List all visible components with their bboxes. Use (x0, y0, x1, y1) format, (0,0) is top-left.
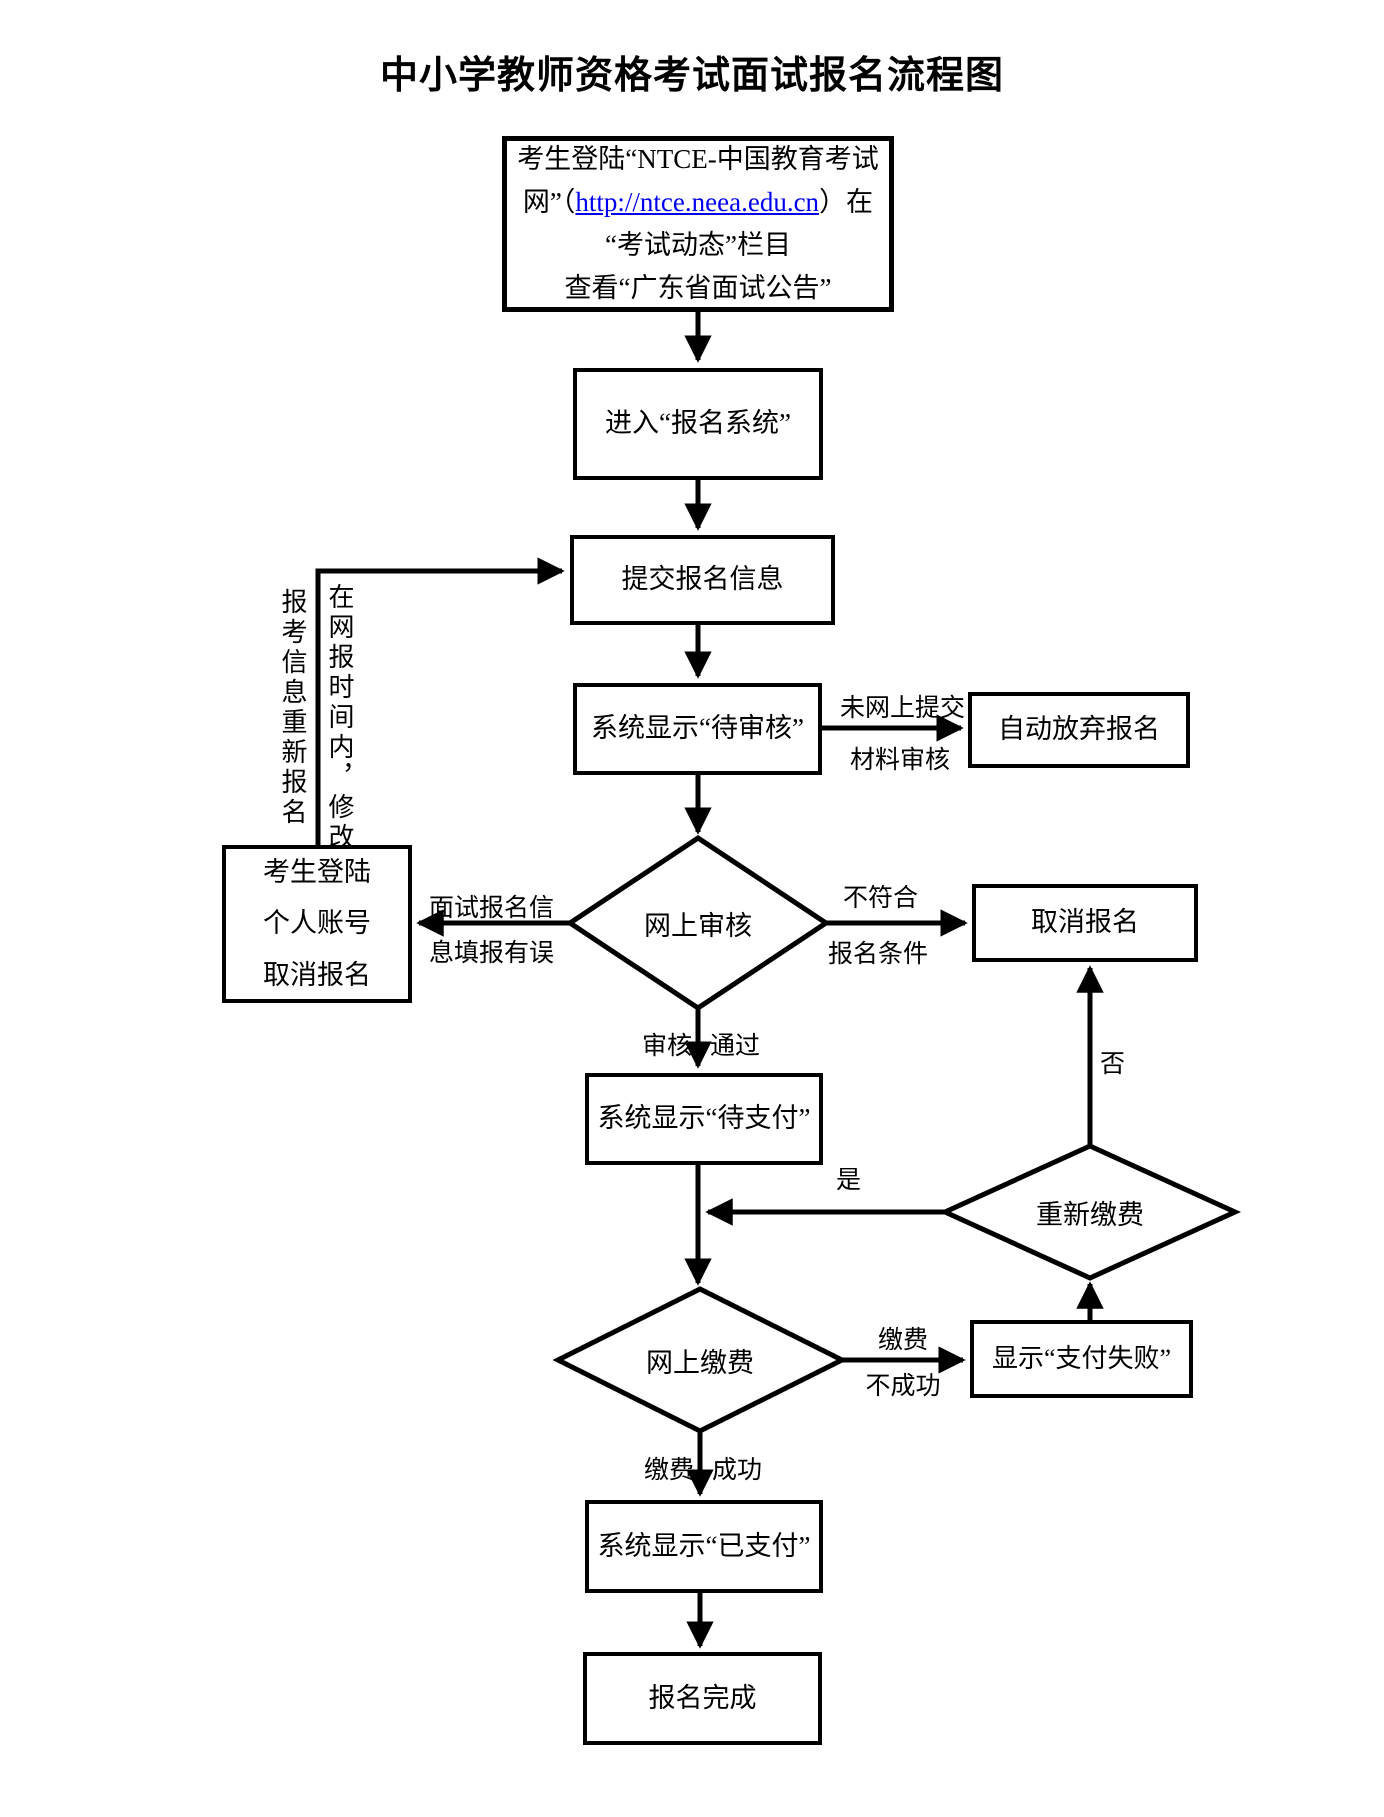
diamond-repay-label: 重新缴费 (1036, 1199, 1144, 1230)
node-pending-review: 系统显示“待审核” (573, 683, 822, 775)
enter-system-label: 进入“报名系统” (605, 408, 791, 439)
login-portal-line2-suffix: ）在 (819, 186, 874, 217)
edge-label-pass: 通过 (710, 1033, 761, 1060)
node-pending-payment: 系统显示“待支付” (585, 1073, 823, 1165)
node-auto-abandon: 自动放弃报名 (968, 692, 1190, 768)
edge-label-revise-left-column: 报考信息重新报名 (278, 588, 307, 828)
edge-label-pay-fail-2: 不成功 (865, 1373, 941, 1400)
edge-label-no: 否 (1100, 1051, 1126, 1078)
login-cancel-line3: 取消报名 (263, 959, 371, 990)
edge-label-info-error-1: 面试报名信 (428, 895, 554, 922)
edge-label-no-submit-2: 材料审核 (849, 747, 950, 774)
node-enter-system: 进入“报名系统” (573, 368, 823, 480)
edge-label-no-submit-1: 未网上提交 (840, 695, 966, 722)
diamond-online-review-label: 网上审核 (644, 910, 752, 941)
submit-info-label: 提交报名信息 (621, 564, 784, 595)
login-portal-line2-prefix: 网”（ (522, 186, 576, 217)
diamond-online-payment-label: 网上缴费 (646, 1347, 754, 1378)
complete-label: 报名完成 (648, 1682, 757, 1713)
node-login-cancel: 考生登陆 个人账号 取消报名 (222, 845, 412, 1003)
cancel-registration-label: 取消报名 (1031, 907, 1139, 938)
node-cancel-registration: 取消报名 (972, 884, 1198, 962)
login-portal-line1: 考生登陆“NTCE-中国教育考试 (517, 143, 879, 174)
edge-label-pay-ok-2: 成功 (712, 1457, 763, 1484)
edge-label-yes: 是 (836, 1167, 862, 1194)
diamond-online-review (565, 834, 831, 1012)
node-payment-failed: 显示“支付失败” (970, 1320, 1193, 1398)
login-cancel-line2: 个人账号 (263, 908, 371, 939)
login-portal-line2: 网”（http://ntce.neea.edu.cn）在 (523, 181, 873, 224)
edge-label-pay-fail-1: 缴费 (877, 1327, 928, 1354)
edge-label-revise-right-column: 在网报时间内，修改 (325, 583, 354, 853)
edge-label-not-qualified-1: 不符合 (842, 885, 918, 912)
diamond-online-payment (552, 1286, 848, 1434)
pending-payment-label: 系统显示“待支付” (597, 1103, 811, 1134)
edge-label-not-qualified-2: 报名条件 (827, 941, 928, 968)
edge-label-info-error-2: 息填报有误 (428, 940, 554, 967)
edge-label-review: 审核 (642, 1033, 693, 1060)
payment-failed-label: 显示“支付失败” (991, 1343, 1172, 1373)
page-title: 中小学教师资格考试面试报名流程图 (379, 55, 1004, 97)
diamond-repay (938, 1143, 1242, 1281)
paid-label: 系统显示“已支付” (597, 1530, 811, 1561)
login-cancel-line1: 考生登陆 (263, 857, 371, 888)
pending-review-label: 系统显示“待审核” (591, 713, 804, 744)
login-portal-line3: “考试动态”栏目 (605, 230, 791, 260)
node-login-portal: 考生登陆“NTCE-中国教育考试 网”（http://ntce.neea.edu… (502, 136, 894, 312)
node-complete: 报名完成 (583, 1652, 822, 1745)
node-paid: 系统显示“已支付” (585, 1500, 823, 1593)
login-portal-line4: 查看“广东省面试公告” (564, 273, 832, 304)
node-submit-info: 提交报名信息 (570, 535, 835, 625)
ntce-link[interactable]: http://ntce.neea.edu.cn (575, 186, 820, 217)
edge-label-pay-ok-1: 缴费 (644, 1457, 695, 1484)
arrow-logincancel-to-submit (315, 557, 565, 845)
auto-abandon-label: 自动放弃报名 (998, 714, 1160, 745)
